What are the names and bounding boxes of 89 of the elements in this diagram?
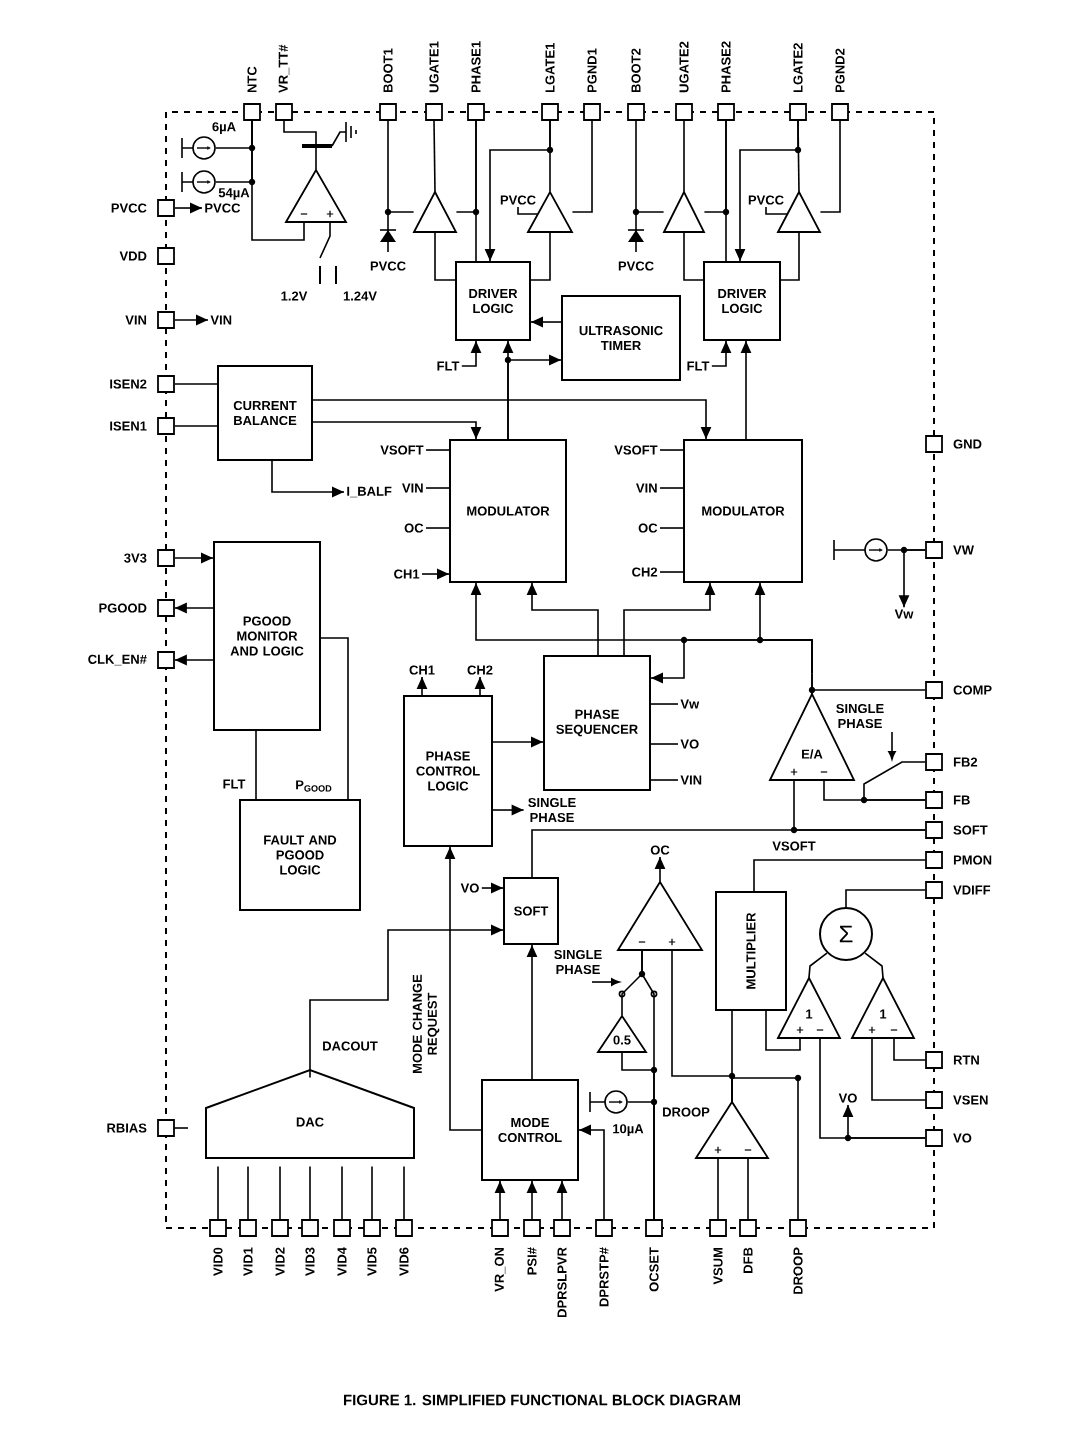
signal-arrow bbox=[492, 736, 544, 748]
wire bbox=[893, 1037, 926, 1061]
signal-arrow bbox=[842, 1104, 926, 1139]
wire bbox=[174, 383, 218, 385]
wire bbox=[434, 231, 456, 281]
signal-arrow bbox=[174, 602, 214, 614]
wire bbox=[650, 779, 679, 781]
signal-arrow bbox=[734, 120, 799, 262]
wire bbox=[371, 1165, 373, 1220]
signal-arrow bbox=[312, 421, 482, 440]
wire bbox=[621, 949, 643, 1017]
wire bbox=[683, 120, 685, 193]
wire bbox=[433, 120, 436, 193]
signal-arrow bbox=[484, 120, 551, 262]
signal-arrow bbox=[174, 202, 203, 214]
wire bbox=[425, 487, 450, 489]
signal-arrow bbox=[711, 340, 732, 367]
wire bbox=[309, 1165, 311, 1220]
signal-arrow bbox=[444, 846, 482, 1131]
wire bbox=[635, 120, 665, 213]
wire bbox=[255, 730, 257, 800]
wire bbox=[659, 449, 684, 451]
wire bbox=[174, 425, 218, 427]
wire bbox=[571, 120, 593, 213]
signal-arrow bbox=[174, 314, 209, 326]
signal-arrow bbox=[526, 582, 599, 656]
wire bbox=[455, 120, 477, 213]
wire bbox=[864, 952, 884, 979]
wire bbox=[387, 120, 415, 213]
wire bbox=[753, 859, 926, 892]
wire bbox=[863, 761, 926, 801]
signal-arrow bbox=[556, 1180, 568, 1220]
wire bbox=[341, 1165, 343, 1220]
wire bbox=[703, 120, 727, 213]
wire bbox=[871, 1037, 926, 1101]
signal-arrow bbox=[654, 856, 666, 883]
wire bbox=[808, 952, 828, 979]
wire bbox=[650, 743, 679, 745]
signal-arrow bbox=[526, 944, 538, 1080]
wire bbox=[731, 1077, 799, 1220]
wire bbox=[425, 527, 450, 529]
wire bbox=[780, 231, 800, 281]
wire bbox=[717, 1157, 719, 1220]
wire bbox=[627, 1101, 655, 1220]
wire bbox=[531, 829, 926, 878]
wire bbox=[659, 571, 684, 573]
wire bbox=[530, 231, 551, 281]
current-source-symbol bbox=[833, 538, 888, 562]
signal-arrow bbox=[271, 460, 345, 498]
signal-arrow bbox=[578, 1124, 605, 1220]
signal-arrow bbox=[312, 399, 712, 440]
signal-arrow bbox=[309, 924, 504, 1079]
signal-arrow bbox=[507, 354, 562, 440]
wire bbox=[283, 120, 317, 171]
signal-arrow bbox=[461, 340, 482, 367]
signal-arrow bbox=[494, 1180, 506, 1220]
signal-arrow bbox=[421, 568, 450, 580]
signal-arrow bbox=[174, 552, 214, 564]
wire bbox=[247, 1165, 249, 1220]
wire bbox=[517, 206, 539, 215]
wire bbox=[659, 527, 684, 529]
wire bbox=[659, 487, 684, 489]
wire bbox=[217, 1165, 219, 1220]
signal-arrow bbox=[492, 804, 525, 816]
wire bbox=[747, 1157, 749, 1220]
wire bbox=[320, 637, 349, 800]
signal-arrow bbox=[623, 582, 716, 656]
wire bbox=[845, 889, 926, 908]
signal-arrow bbox=[481, 882, 504, 894]
wire bbox=[425, 449, 450, 451]
wire bbox=[215, 120, 253, 183]
signal-arrow bbox=[416, 676, 428, 696]
wire bbox=[811, 672, 926, 691]
wire bbox=[819, 120, 841, 213]
signal-arrow bbox=[526, 1180, 538, 1220]
signal-arrow bbox=[474, 676, 486, 696]
wire bbox=[650, 703, 679, 705]
signal-arrow bbox=[650, 639, 813, 684]
wire bbox=[279, 1165, 281, 1220]
wire bbox=[765, 1010, 801, 1051]
wire bbox=[683, 231, 704, 281]
signal-arrow bbox=[530, 316, 562, 328]
signal-arrow bbox=[740, 340, 752, 440]
summing-junction: Σ bbox=[819, 907, 873, 961]
wire bbox=[765, 206, 789, 215]
wire bbox=[887, 549, 926, 551]
wire bbox=[403, 1165, 405, 1220]
signal-arrow bbox=[174, 654, 214, 666]
wire bbox=[731, 1010, 733, 1103]
